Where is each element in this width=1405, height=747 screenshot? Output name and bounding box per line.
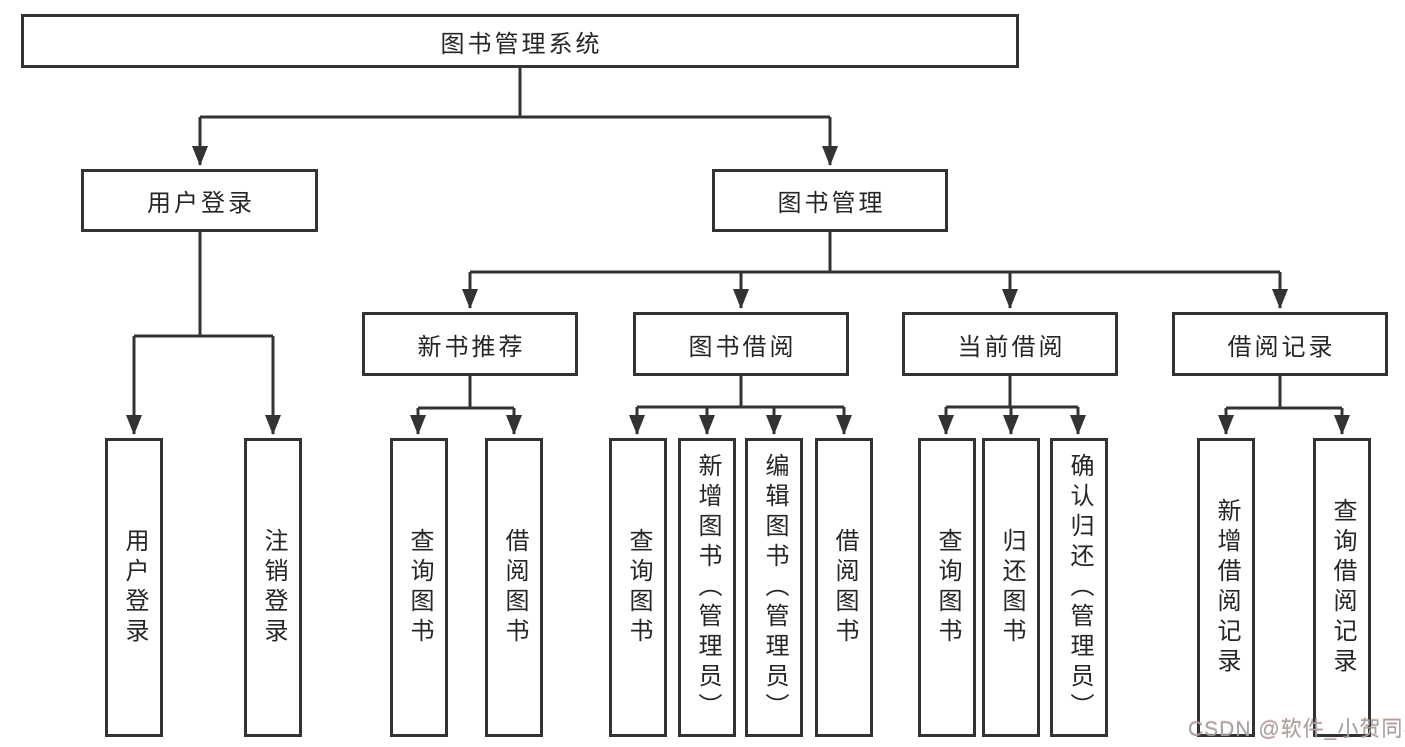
node-leaf-current-query: 查询图书	[918, 438, 976, 737]
rail-root	[200, 67, 830, 119]
node-borrow-record: 借阅记录	[1172, 312, 1388, 376]
rail-book-mgmt	[470, 232, 1280, 274]
rail-current-borrow	[946, 376, 1078, 409]
node-new-book-rec: 新书推荐	[362, 312, 578, 376]
node-leaf-record-query: 查询借阅记录	[1313, 438, 1371, 737]
node-user-login: 用户登录	[81, 169, 318, 232]
rail-user-login	[134, 232, 273, 338]
node-book-borrow: 图书借阅	[633, 312, 849, 376]
node-leaf-newbook-query: 查询图书	[390, 438, 448, 737]
watermark: CSDN @软件_小贺同学	[1188, 718, 1405, 741]
node-book-mgmt: 图书管理	[712, 169, 948, 232]
node-leaf-user-login: 用户登录	[105, 438, 163, 737]
node-root: 图书管理系统	[21, 14, 1019, 68]
node-leaf-logout: 注销登录	[244, 438, 302, 737]
node-leaf-borrow-add: 新增图书（管理员）	[678, 438, 736, 737]
node-leaf-current-confirm: 确认归还（管理员）	[1050, 438, 1108, 737]
rail-new-book	[418, 376, 514, 410]
node-leaf-current-return: 归还图书	[982, 438, 1040, 737]
rail-borrow-record	[1226, 376, 1342, 410]
node-leaf-borrow-query: 查询图书	[609, 438, 667, 737]
node-leaf-borrow-borrow: 借阅图书	[815, 438, 873, 737]
rail-book-borrow	[637, 376, 844, 409]
node-current-borrow: 当前借阅	[902, 312, 1118, 376]
node-leaf-borrow-edit: 编辑图书（管理员）	[745, 438, 803, 737]
node-leaf-newbook-borrow: 借阅图书	[485, 438, 543, 737]
node-leaf-record-add: 新增借阅记录	[1197, 438, 1255, 737]
